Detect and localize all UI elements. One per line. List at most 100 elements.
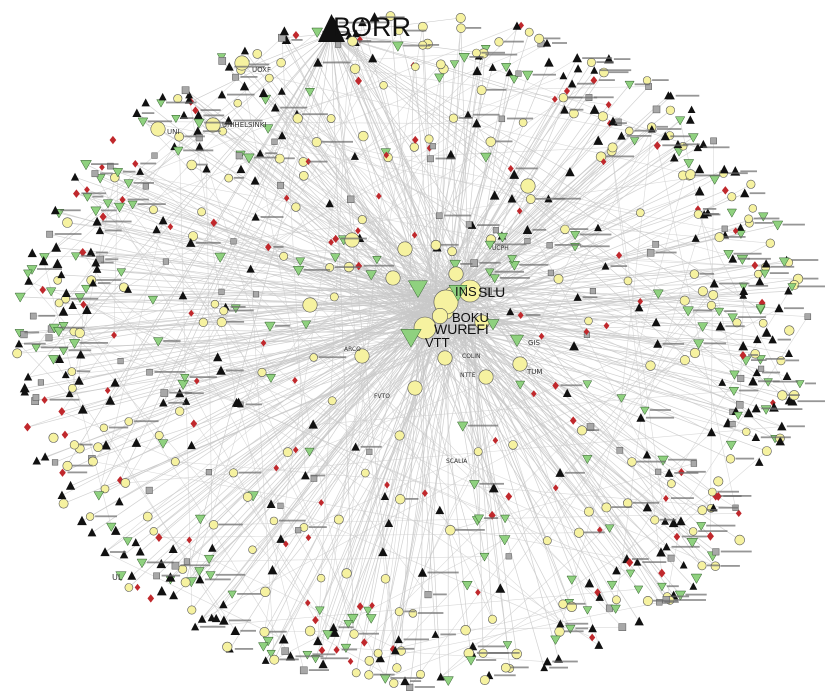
node-circle bbox=[689, 269, 700, 279]
node-triangle-up bbox=[761, 259, 771, 268]
node-label-scribble bbox=[675, 94, 700, 97]
graph-edge bbox=[125, 426, 782, 484]
node-diamond bbox=[751, 261, 759, 270]
node-triangle-up bbox=[751, 433, 761, 442]
node-triangle-up bbox=[159, 398, 168, 407]
node-diamond bbox=[147, 594, 155, 603]
node-label-scribble bbox=[79, 443, 93, 446]
graph-edge bbox=[428, 297, 681, 596]
node-circle bbox=[455, 13, 466, 23]
node-triangle-down bbox=[726, 208, 737, 218]
graph-edge bbox=[238, 402, 305, 671]
node-triangle-up bbox=[784, 286, 793, 295]
node-triangle-down bbox=[690, 573, 703, 584]
node-label-scribble bbox=[552, 660, 578, 663]
graph-edge bbox=[710, 140, 714, 537]
node-triangle-down bbox=[500, 63, 512, 73]
node-triangle-up bbox=[445, 149, 456, 160]
node-triangle-up bbox=[267, 565, 278, 575]
node-triangle-up bbox=[769, 402, 779, 412]
node-square bbox=[171, 561, 180, 570]
node-label-scribble bbox=[466, 27, 482, 29]
node-triangle-down bbox=[714, 307, 725, 317]
graph-edge bbox=[321, 259, 378, 651]
node-label-scribble bbox=[720, 565, 740, 567]
node-label-scribble bbox=[702, 146, 730, 149]
node-square bbox=[205, 469, 212, 476]
node-triangle-up bbox=[32, 456, 41, 465]
node-diamond bbox=[332, 234, 339, 243]
node-label-scribble bbox=[227, 93, 255, 96]
graph-edge bbox=[158, 532, 580, 538]
node-label-scribble bbox=[226, 320, 245, 323]
node-triangle-up bbox=[573, 64, 583, 73]
graph-edge bbox=[333, 284, 449, 628]
node-triangle-up bbox=[394, 635, 403, 644]
node-circle bbox=[351, 668, 361, 678]
hub-label-wur: WUR bbox=[434, 321, 467, 337]
node-square bbox=[151, 152, 158, 159]
node-triangle-down bbox=[14, 292, 26, 303]
node-label-scribble bbox=[291, 39, 303, 41]
node-triangle-down bbox=[365, 614, 377, 624]
node-label-scribble bbox=[488, 652, 520, 654]
node-label-scribble bbox=[723, 495, 742, 497]
node-triangle-up bbox=[77, 404, 88, 414]
graph-edge bbox=[330, 33, 493, 620]
node-diamond bbox=[134, 583, 141, 591]
node-diamond bbox=[347, 657, 354, 665]
node-triangle-up bbox=[751, 403, 761, 413]
node-triangle-up bbox=[95, 226, 105, 235]
node-label-scribble bbox=[275, 324, 291, 327]
graph-edge bbox=[330, 33, 415, 148]
node-triangle-down bbox=[458, 53, 470, 63]
graph-edge bbox=[453, 150, 612, 294]
node-triangle-up bbox=[738, 341, 749, 351]
node-triangle-up bbox=[158, 215, 168, 225]
node-label-scribble bbox=[140, 162, 157, 165]
node-triangle-up bbox=[368, 53, 378, 63]
node-triangle-down bbox=[214, 252, 226, 263]
node-diamond bbox=[605, 101, 612, 109]
node-label-scribble bbox=[593, 96, 614, 99]
node-label-scribble bbox=[645, 416, 675, 419]
node-circle bbox=[708, 290, 719, 300]
node-triangle-up bbox=[313, 57, 323, 67]
node-triangle-up bbox=[51, 242, 62, 252]
node-circle bbox=[180, 577, 191, 588]
node-triangle-up bbox=[740, 188, 750, 198]
graph-edge bbox=[352, 77, 440, 619]
node-circle bbox=[327, 396, 337, 406]
node-triangle-up bbox=[216, 365, 226, 375]
graph-edge bbox=[97, 286, 462, 448]
graph-edge bbox=[223, 310, 354, 619]
graph-edge bbox=[330, 33, 610, 609]
node-label-scribble bbox=[427, 571, 459, 574]
graph-edge bbox=[330, 33, 396, 651]
graph-edge bbox=[330, 33, 484, 54]
node-triangle-up bbox=[156, 585, 167, 596]
node-circle bbox=[524, 27, 534, 37]
node-triangle-up bbox=[668, 517, 679, 528]
node-circle bbox=[725, 454, 736, 464]
node-circle bbox=[58, 498, 69, 509]
node-triangle-up bbox=[472, 118, 482, 128]
node-label-scribble bbox=[761, 371, 781, 374]
node-triangle-up bbox=[775, 436, 785, 446]
node-circle bbox=[373, 648, 383, 658]
graph-edge bbox=[87, 196, 561, 625]
node-circle bbox=[494, 37, 504, 47]
node-diamond bbox=[283, 194, 290, 202]
node-label-scribble bbox=[599, 69, 632, 72]
graph-edge bbox=[104, 552, 284, 640]
node-diamond bbox=[292, 376, 298, 384]
node-label-scribble bbox=[606, 155, 635, 158]
node-label-scribble bbox=[280, 106, 308, 109]
node-label-scribble bbox=[195, 241, 221, 244]
node-circle bbox=[685, 169, 696, 180]
node-circle bbox=[62, 217, 73, 228]
graph-edge bbox=[303, 161, 420, 329]
node-triangle-up bbox=[266, 499, 276, 508]
graph-edge bbox=[92, 64, 442, 462]
